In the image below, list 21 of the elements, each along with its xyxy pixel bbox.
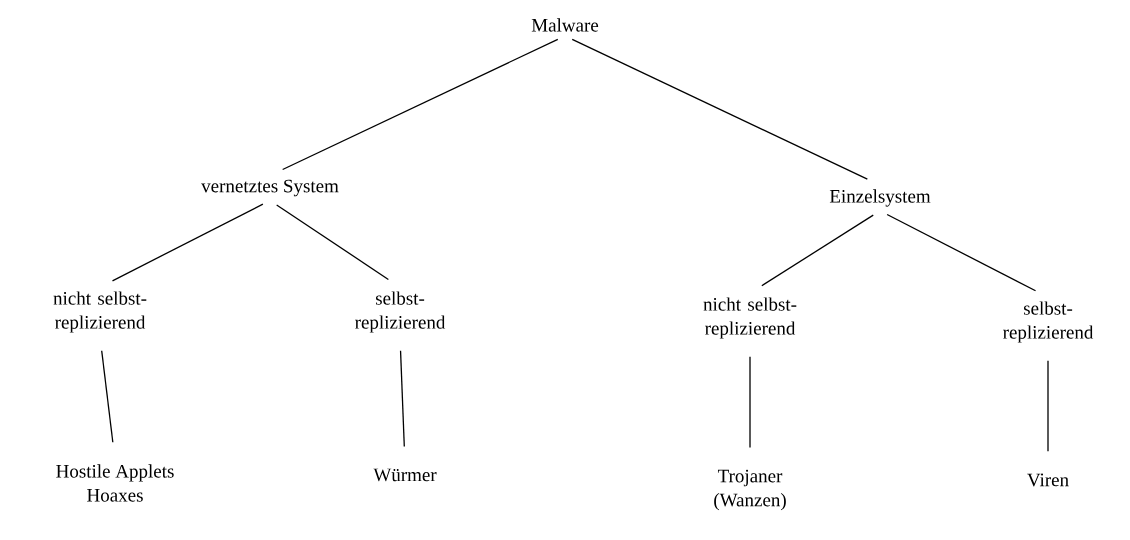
category-label: vernetztes System bbox=[201, 179, 339, 197]
leaf-label: Viren bbox=[1027, 473, 1069, 487]
connector-line bbox=[282, 38, 559, 171]
branch-label: selbst- replizierend bbox=[355, 291, 446, 333]
connector-line bbox=[749, 356, 751, 449]
connector-line bbox=[276, 204, 389, 281]
leaf-label: Hostile Applets Hoaxes bbox=[56, 464, 174, 502]
leaf-label: Trojaner (Wanzen) bbox=[714, 469, 786, 511]
root-label: Malware bbox=[531, 18, 599, 32]
connector-line bbox=[1047, 360, 1049, 452]
connector-line bbox=[101, 350, 114, 443]
connector-line bbox=[886, 213, 1037, 292]
category-label: Einzelsystem bbox=[829, 189, 931, 207]
connector-line bbox=[761, 214, 874, 287]
branch-label: nicht selbst- replizierend bbox=[703, 297, 797, 339]
branch-label: nicht selbst- replizierend bbox=[53, 291, 147, 333]
branch-label: selbst- replizierend bbox=[1003, 301, 1094, 343]
leaf-label: Würmer bbox=[373, 468, 437, 482]
connector-line bbox=[399, 350, 405, 448]
connector-line bbox=[111, 203, 264, 282]
connector-line bbox=[571, 38, 868, 180]
